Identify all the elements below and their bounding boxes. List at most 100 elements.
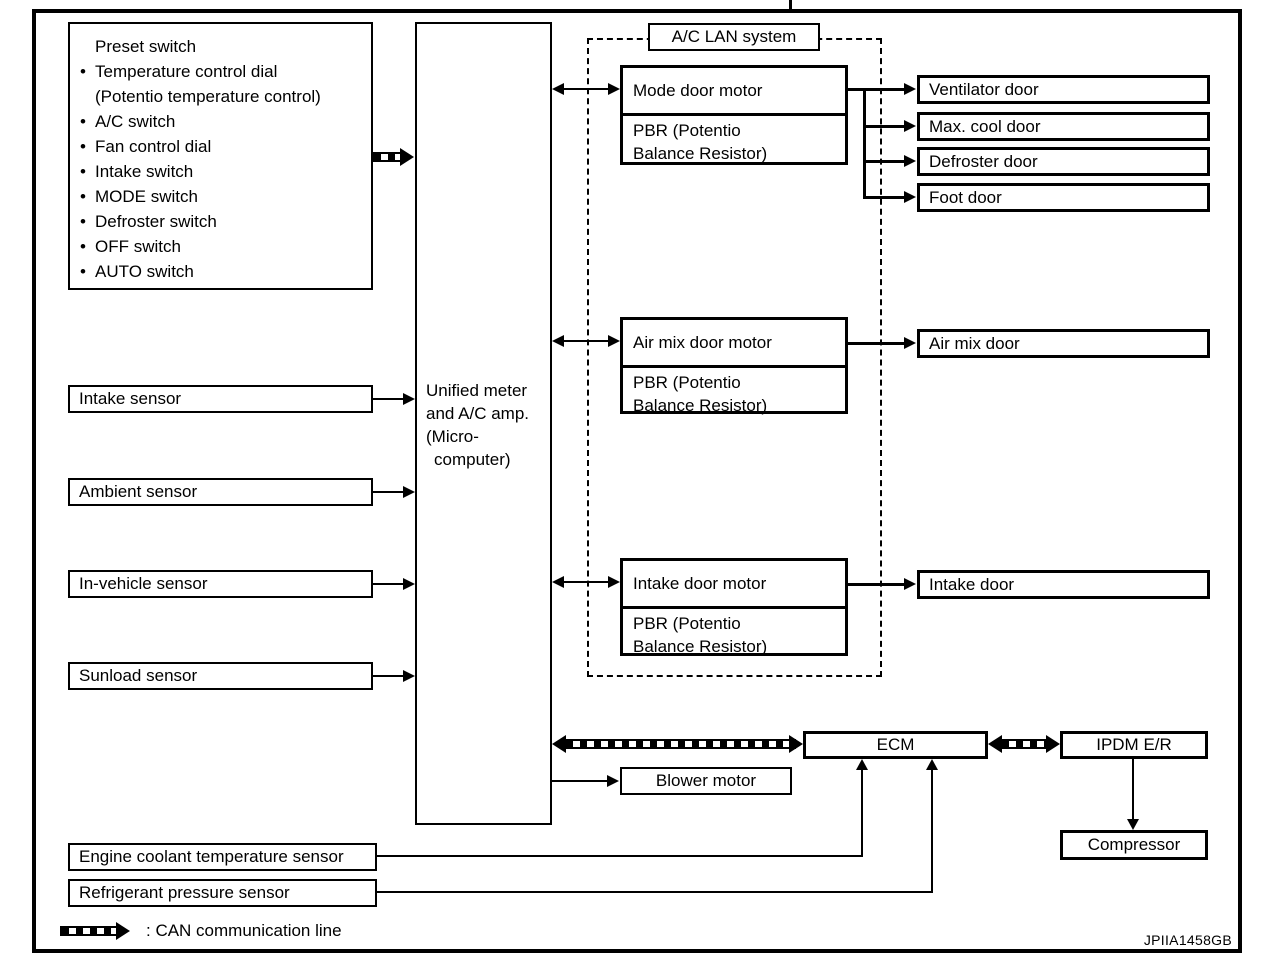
preset-item: •Defroster switch — [80, 209, 365, 234]
air-mix-door-motor-box: Air mix door motor PBR (Potentio Balance… — [620, 317, 848, 415]
arrowhead — [552, 576, 564, 588]
air-mix-pbr-label: PBR (Potentio Balance Resistor) — [633, 373, 768, 415]
can-arrowhead — [789, 735, 803, 753]
bullet-icon: • — [80, 62, 86, 81]
arrowhead — [608, 83, 620, 95]
mode-pbr-label: PBR (Potentio Balance Resistor) — [633, 121, 768, 163]
ipdm-er-box: IPDM E/R — [1060, 731, 1208, 759]
connector-coolant-riser — [861, 769, 863, 857]
can-legend-label: : CAN communication line — [146, 921, 342, 940]
arrowhead — [904, 120, 916, 132]
preset-switch-box: Preset switch •Temperature control dial … — [68, 22, 373, 290]
connector-amp-mode-motor — [558, 88, 614, 90]
arrowhead — [1127, 819, 1139, 830]
connector-refrigerant-riser — [931, 769, 933, 893]
diagram-border — [32, 9, 1242, 953]
can-arrowhead — [988, 735, 1002, 753]
bullet-icon: • — [80, 187, 86, 206]
arrowhead — [403, 578, 415, 590]
bullet-icon: • — [80, 262, 86, 281]
intake-door-motor-label: Intake door motor — [623, 561, 845, 609]
connector-amp-intake-motor — [558, 581, 614, 583]
connector-ambient-sensor — [373, 491, 406, 493]
intake-door-motor-box: Intake door motor PBR (Potentio Balance … — [620, 558, 848, 656]
preset-item: •OFF switch — [80, 234, 365, 259]
connector-to-ventilator-door — [863, 88, 906, 91]
unified-meter-amp-box — [415, 22, 552, 825]
can-arrowhead — [116, 922, 130, 940]
air-mix-door-motor-label: Air mix door motor — [623, 320, 845, 368]
arrowhead — [926, 759, 938, 770]
preset-title: Preset switch — [95, 37, 197, 56]
preset-item: •Fan control dial — [80, 134, 365, 159]
bullet-icon: • — [80, 112, 86, 131]
sunload-sensor-box: Sunload sensor — [68, 662, 373, 690]
intake-pbr-label: PBR (Potentio Balance Resistor) — [633, 614, 768, 656]
connector-intake-sensor — [373, 398, 406, 400]
preset-item: •Intake switch — [80, 159, 365, 184]
can-line-ecm-ipdm — [1000, 739, 1052, 749]
bullet-icon: • — [80, 162, 86, 181]
ac-lan-system-label-box: A/C LAN system — [648, 23, 820, 51]
arrowhead — [552, 335, 564, 347]
connector-mode-branch-stub — [848, 88, 866, 91]
connector-mode-branch-vertical — [863, 88, 866, 199]
preset-item: •MODE switch — [80, 184, 365, 209]
preset-item: •AUTO switch — [80, 259, 365, 284]
connector-in-vehicle-sensor — [373, 583, 406, 585]
connector-coolant-horizontal — [377, 855, 863, 857]
arrowhead — [608, 335, 620, 347]
arrowhead — [552, 83, 564, 95]
blower-motor-box: Blower motor — [620, 767, 792, 795]
mode-door-motor-box: Mode door motor PBR (Potentio Balance Re… — [620, 65, 848, 165]
bullet-icon: • — [80, 137, 86, 156]
arrowhead — [607, 775, 619, 787]
unified-meter-amp-label: Unified meter and A/C amp. (Micro- compu… — [426, 381, 530, 469]
arrowhead — [904, 83, 916, 95]
mode-door-motor-label: Mode door motor — [623, 68, 845, 116]
intake-sensor-box: Intake sensor — [68, 385, 373, 413]
connector-to-defroster-door — [863, 160, 906, 163]
refrigerant-pressure-sensor-box: Refrigerant pressure sensor — [68, 879, 377, 907]
connector-ipdm-compressor — [1132, 759, 1134, 821]
connector-amp-air-mix-motor — [558, 340, 614, 342]
can-legend-sample — [60, 926, 122, 936]
connector-to-air-mix-door — [848, 342, 906, 345]
ambient-sensor-box: Ambient sensor — [68, 478, 373, 506]
engine-coolant-temp-sensor-box: Engine coolant temperature sensor — [68, 843, 377, 871]
can-arrowhead — [552, 735, 566, 753]
defroster-door-box: Defroster door — [917, 147, 1210, 176]
bullet-icon: • — [80, 237, 86, 256]
connector-refrigerant-horizontal — [377, 891, 933, 893]
arrowhead — [904, 191, 916, 203]
arrowhead — [904, 337, 916, 349]
can-arrowhead — [400, 148, 414, 166]
intake-door-box: Intake door — [917, 570, 1210, 599]
ecm-box: ECM — [803, 731, 988, 759]
can-arrowhead — [1046, 735, 1060, 753]
preset-item: •A/C switch — [80, 109, 365, 134]
preset-item-continuation: (Potentio temperature control) — [95, 87, 321, 106]
connector-to-foot-door — [863, 196, 906, 199]
foot-door-box: Foot door — [917, 183, 1210, 212]
air-mix-door-box: Air mix door — [917, 329, 1210, 358]
connector-sunload-sensor — [373, 675, 406, 677]
preset-item: •Temperature control dial — [80, 59, 365, 84]
arrowhead — [403, 670, 415, 682]
arrowhead — [904, 578, 916, 590]
arrowhead — [608, 576, 620, 588]
ventilator-door-box: Ventilator door — [917, 75, 1210, 104]
connector-amp-blower — [552, 780, 609, 782]
top-crop-tick — [789, 0, 792, 9]
max-cool-door-box: Max. cool door — [917, 112, 1210, 141]
can-line-amp-ecm — [564, 739, 796, 749]
figure-id: JPIIA1458GB — [1143, 932, 1232, 948]
in-vehicle-sensor-box: In-vehicle sensor — [68, 570, 373, 598]
arrowhead — [904, 155, 916, 167]
connector-to-max-cool-door — [863, 125, 906, 128]
arrowhead — [856, 759, 868, 770]
compressor-box: Compressor — [1060, 830, 1208, 860]
bullet-icon: • — [80, 212, 86, 231]
connector-to-intake-door — [848, 583, 906, 586]
